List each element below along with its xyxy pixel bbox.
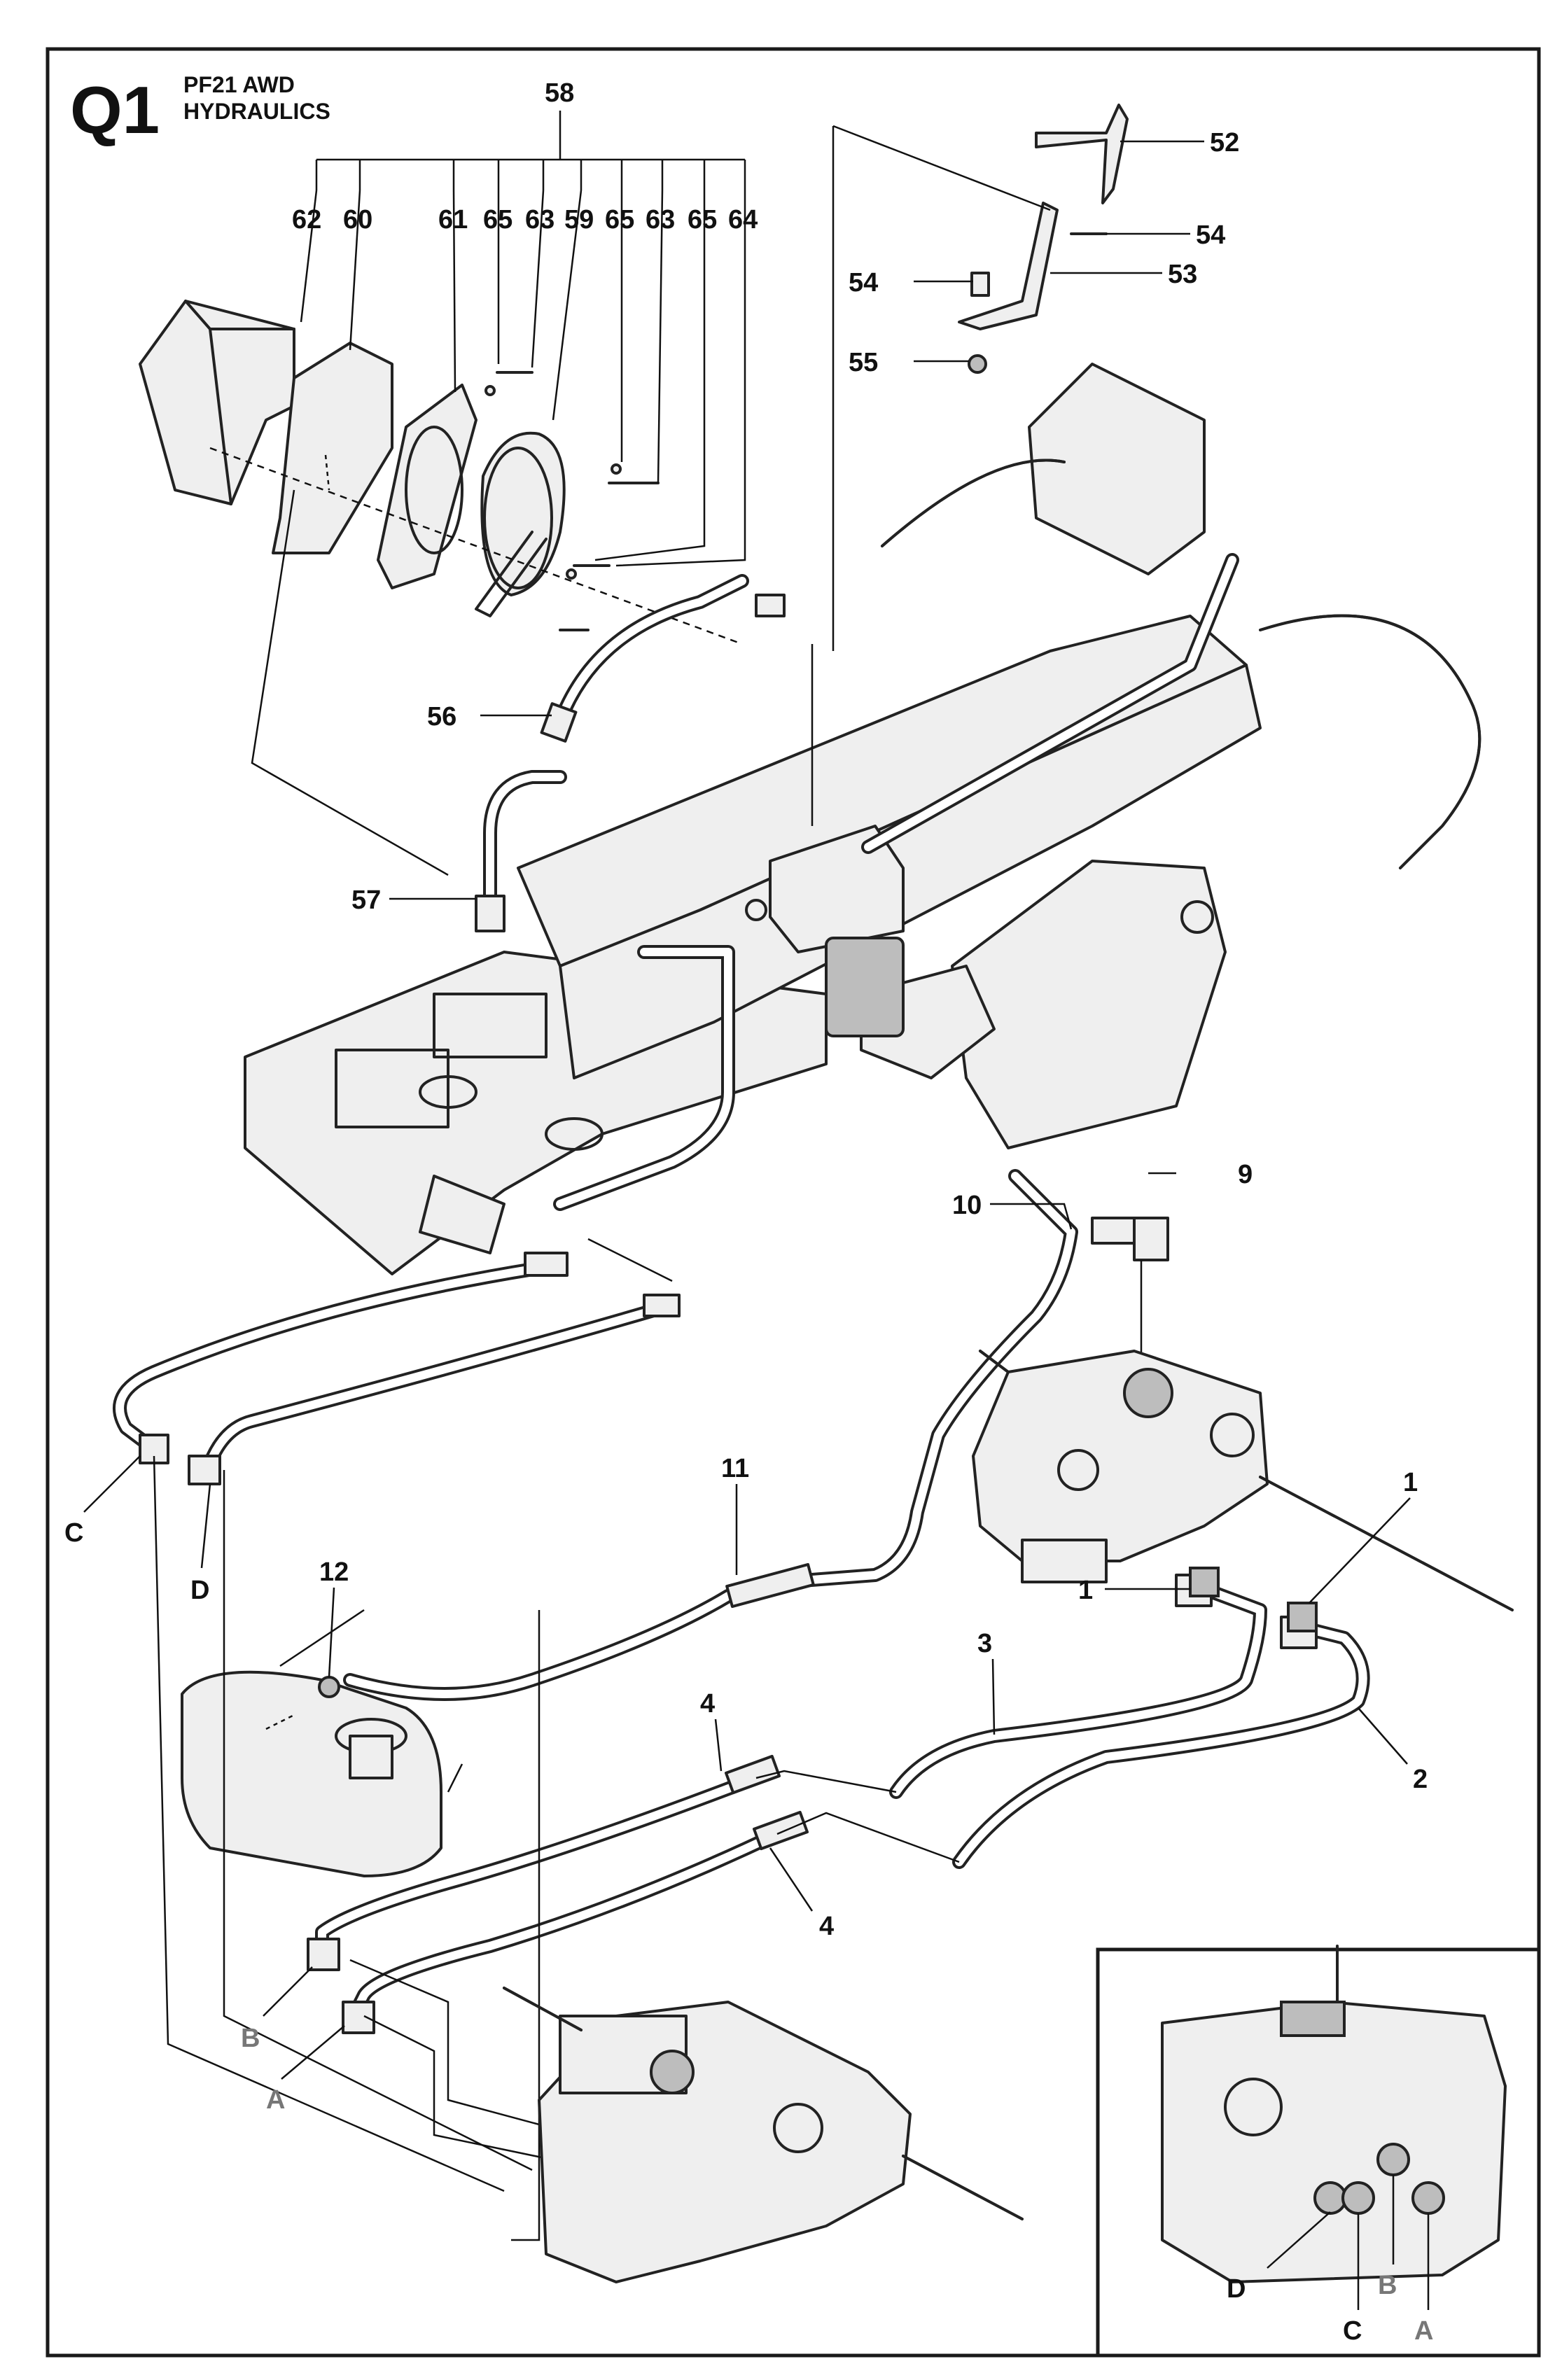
fastener-bolts (484, 371, 660, 631)
transaxle-housing (972, 1350, 1269, 1562)
section-code: Q1 (70, 73, 160, 148)
port-a-label: A (266, 2085, 285, 2115)
frame-hose-leaders (587, 1238, 673, 1282)
callout-12: 12 (319, 1558, 349, 1587)
callout-2: 2 (1413, 1765, 1428, 1794)
callout-labels: 58 62 60 61 65 63 59 65 63 65 64 52 54 5… (64, 78, 1428, 2115)
callout-62: 62 (292, 205, 321, 234)
page-frame (46, 47, 1541, 2358)
callout-leaders (83, 140, 1411, 2080)
fittings-1 (1189, 1567, 1318, 1632)
bracket-52 (1035, 104, 1129, 204)
callout-65-b: 65 (605, 205, 634, 234)
hose-to-port-c (113, 1252, 569, 1464)
callout-55: 55 (849, 348, 878, 377)
nut-55 (968, 354, 987, 374)
bolt-54 (970, 272, 990, 297)
frame-plate-part (377, 384, 477, 589)
oil-filter (825, 937, 905, 1037)
diagram-header: Q1 PF21 AWD HYDRAULICS (70, 72, 330, 148)
kit-58-leaders (315, 111, 746, 190)
handle-bar (1259, 614, 1481, 869)
fan-leaders (300, 190, 746, 567)
shroud-part (139, 300, 295, 505)
chassis-front-plate (951, 860, 1227, 1149)
hose-11 (343, 1562, 815, 1701)
inset-port-c-label: C (1343, 2316, 1362, 2346)
hose-to-port-d (188, 1294, 681, 1485)
callout-63-a: 63 (525, 205, 555, 234)
callout-1-a: 1 (1403, 1468, 1418, 1497)
inset-port-fittings (1313, 2143, 1445, 2215)
control-valve (769, 644, 905, 1037)
valve-block (769, 825, 905, 953)
fitting-9 (1091, 1217, 1169, 1261)
callout-3: 3 (977, 1629, 992, 1658)
callout-54-a: 54 (1196, 220, 1225, 250)
mounting-bracket (832, 104, 1129, 651)
return-line-frame (553, 553, 1239, 1211)
callout-4-b: 4 (819, 1912, 834, 1941)
hose-4-lower (350, 1810, 809, 2016)
inset-port-d-label: D (1227, 2274, 1246, 2304)
callout-65-c: 65 (688, 205, 717, 234)
callout-59: 59 (564, 205, 594, 234)
hose-56 (540, 574, 786, 743)
callout-11: 11 (721, 1454, 749, 1483)
callout-10: 10 (952, 1191, 982, 1220)
hose-4-upper (315, 1754, 781, 1960)
callout-63-b: 63 (646, 205, 675, 234)
section-name: HYDRAULICS (183, 99, 330, 124)
callout-57: 57 (351, 886, 381, 915)
oil-reservoir (181, 1609, 442, 1877)
bracket-part (272, 342, 393, 554)
callout-56: 56 (427, 702, 456, 732)
inset-frame (1096, 1947, 1541, 2358)
callout-64: 64 (728, 205, 758, 234)
hose-57 (475, 770, 567, 932)
callout-9: 9 (1238, 1160, 1253, 1189)
callout-4-a: 4 (700, 1689, 715, 1718)
bracket-53 (958, 202, 1059, 330)
callout-60: 60 (343, 205, 372, 234)
tube-10 (777, 1169, 1078, 1589)
fan-shroud-assembly (139, 300, 743, 645)
chassis-upright (1028, 363, 1206, 575)
port-c-label: C (64, 1518, 83, 1548)
inset-port-b-label: B (1378, 2271, 1397, 2300)
leader-fan-to-chassis (251, 489, 449, 876)
hose-clamp-12 (318, 1676, 340, 1698)
callout-54-b: 54 (849, 268, 878, 298)
callout-52: 52 (1210, 128, 1239, 158)
front-transaxle (503, 1987, 1024, 2283)
routing-lines (153, 1455, 960, 2241)
reservoir-body (181, 1670, 442, 1877)
model-name: PF21 AWD (183, 72, 295, 97)
port-detail-inset: D C B A (1096, 1945, 1541, 2358)
callout-65-a: 65 (483, 205, 512, 234)
callout-53: 53 (1168, 260, 1197, 289)
rear-transaxle (972, 1350, 1514, 1611)
callout-1-b: 1 (1078, 1576, 1093, 1605)
inset-transaxle (1161, 2001, 1507, 2283)
callout-58: 58 (545, 78, 574, 108)
hose-3 (889, 1574, 1267, 1799)
callout-61: 61 (438, 205, 468, 234)
inset-port-a-label: A (1414, 2316, 1433, 2346)
port-b-label: B (241, 2024, 260, 2053)
port-d-label: D (190, 1576, 209, 1605)
